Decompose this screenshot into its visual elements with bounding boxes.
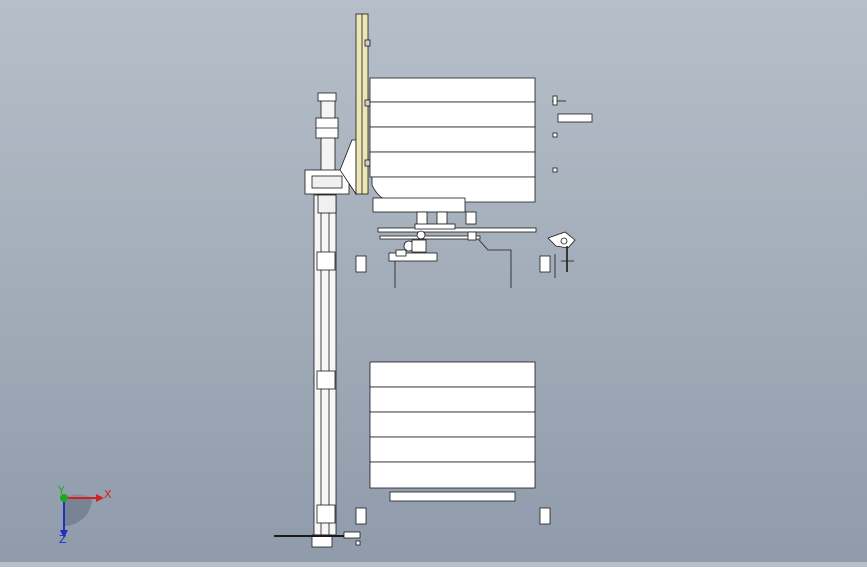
orientation-triad: X Y Z — [57, 484, 112, 546]
lower-box-stack — [355, 361, 551, 546]
gripper-rail — [355, 211, 551, 288]
x-axis-label: X — [104, 488, 112, 501]
z-axis-label: Z — [59, 533, 67, 546]
y-axis-dot — [60, 494, 68, 502]
y-axis-label: Y — [57, 484, 65, 497]
upper-box-stack — [369, 77, 536, 213]
column-head — [304, 139, 357, 214]
upper-side-parts — [552, 95, 593, 173]
right-bracket — [547, 231, 576, 278]
support-plate — [355, 13, 371, 195]
